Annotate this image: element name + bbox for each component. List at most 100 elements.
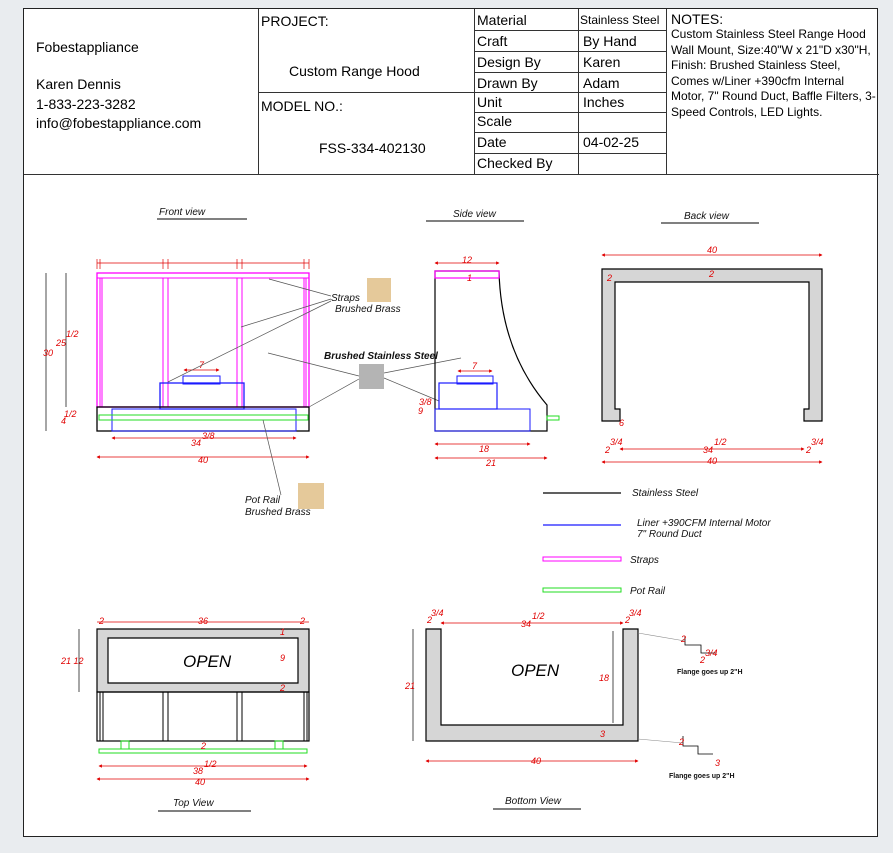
- dim-label: 2: [604, 445, 610, 455]
- dim-label: 2: [680, 634, 686, 644]
- dim-label: 2: [299, 616, 305, 626]
- divider-line: [474, 30, 666, 31]
- drawing-sheet: Fobestappliance Karen Dennis 1-833-223-3…: [23, 8, 879, 837]
- divider-line: [578, 9, 579, 174]
- dim-label: 34: [191, 438, 201, 448]
- dim-label: 3/4: [811, 437, 824, 447]
- brushed-ss-label: Brushed Stainless Steel: [324, 351, 438, 362]
- bottom-view-title: Bottom View: [505, 796, 562, 807]
- legend-label: 7" Round Duct: [637, 529, 703, 540]
- legend-label: Pot Rail: [630, 586, 666, 597]
- notes-title: NOTES:: [671, 11, 724, 27]
- leader-line: [268, 278, 332, 297]
- dim-label: 2: [624, 615, 630, 625]
- divider-line: [474, 51, 666, 52]
- dim-label: 18: [479, 444, 489, 454]
- dim-label: 12: [462, 255, 472, 265]
- leader-line: [167, 300, 332, 383]
- dim-label: 2: [200, 741, 206, 751]
- top-body: [96, 691, 310, 742]
- dim-label: 3: [600, 729, 605, 739]
- liner-motor: [438, 382, 498, 410]
- dim-label: 1: [280, 627, 285, 637]
- leader-line: [383, 377, 440, 402]
- technical-drawing: Front view 30 25 1: [43, 207, 824, 812]
- strap: [236, 691, 243, 742]
- dim-label: 21 12: [60, 656, 84, 666]
- leader-line: [267, 352, 360, 377]
- brass-swatch: [298, 483, 324, 509]
- dim-label: 7: [472, 361, 478, 371]
- liner: [434, 408, 531, 432]
- open-label: OPEN: [511, 661, 560, 680]
- dim-label: 3/4: [629, 608, 642, 618]
- duct: [182, 375, 221, 385]
- front-view: 30 25 1/2 4 1/2 7 34 3/8 40: [43, 259, 310, 465]
- side-view: 12 1 7 9 3/8 18 21: [418, 255, 560, 468]
- top-view: OPEN 2 36 2 21 12 1 9 2 2 38 1/2 40: [60, 616, 310, 787]
- strap-frame: [96, 272, 310, 408]
- strap: [162, 691, 169, 742]
- legend-label: Liner +390CFM Internal Motor: [637, 518, 771, 529]
- bottom-view: OPEN 2 3/4 34 1/2 2 3/4 21 18 3 40 2 2 3…: [404, 608, 743, 780]
- strap: [99, 277, 103, 408]
- pot-rail: [546, 415, 560, 421]
- notes-text: Custom Stainless Steel Range Hood Wall M…: [671, 27, 876, 119]
- spec-label: Date: [477, 134, 507, 150]
- model-value: FSS-334-402130: [319, 140, 426, 156]
- spec-label: Craft: [477, 33, 508, 49]
- company-name: Fobestappliance: [36, 39, 139, 55]
- back-profile: [601, 268, 823, 422]
- dim-label: 2: [606, 273, 612, 283]
- dim-label: 2: [279, 683, 285, 693]
- pot-rail: [98, 414, 309, 421]
- flange-note: Flange goes up 2"H: [669, 773, 735, 780]
- divider-line: [474, 9, 475, 174]
- dim-label: 9: [418, 406, 423, 416]
- divider-line: [258, 9, 259, 174]
- dim-label: 1/2: [532, 611, 545, 621]
- back-view: 40 2 2 6 34 1/2 2 3/4 2 3/4 40: [601, 245, 824, 466]
- contact-email: info@fobestappliance.com: [36, 115, 202, 131]
- steel-swatch: [359, 364, 384, 389]
- leader-line: [637, 738, 684, 744]
- back-view-title: Back view: [684, 211, 730, 222]
- contact-name: Karen Dennis: [36, 76, 121, 92]
- strap-side: [434, 270, 500, 279]
- dim-label: 2: [805, 445, 811, 455]
- dim-label: 40: [195, 777, 205, 787]
- spec-value: 04-02-25: [583, 134, 640, 150]
- rail-post: [274, 740, 284, 750]
- leader-line: [383, 357, 462, 374]
- straps-finish-label: Brushed Brass: [335, 304, 401, 315]
- dim-label: 36: [198, 616, 208, 626]
- duct: [456, 375, 494, 385]
- strap: [162, 277, 169, 408]
- flange-detail: [684, 636, 716, 654]
- front-view-title: Front view: [159, 207, 206, 218]
- dim-label: 3/4: [431, 608, 444, 618]
- dim-label: 34: [703, 445, 713, 455]
- spec-value: Adam: [583, 75, 620, 91]
- divider-line: [474, 92, 666, 93]
- dim-label: 3/8: [202, 431, 215, 441]
- model-label: MODEL NO.:: [261, 98, 343, 114]
- dim-label: 40: [707, 456, 717, 466]
- contact-phone: 1-833-223-3282: [36, 96, 136, 112]
- spec-value: By Hand: [583, 33, 637, 49]
- straps-label: Straps: [331, 293, 360, 304]
- dim-label: 40: [198, 455, 208, 465]
- spec-label: Material: [477, 12, 527, 28]
- potrail-label: Pot Rail: [245, 495, 281, 506]
- legend-label: Stainless Steel: [632, 488, 699, 499]
- legend: Stainless Steel Liner +390CFM Internal M…: [542, 488, 771, 597]
- dim-label: 25: [55, 338, 67, 348]
- dim-label: 2: [98, 616, 104, 626]
- title-block-bottom-line: [24, 174, 879, 175]
- leader-line: [637, 632, 686, 642]
- dim-label: 40: [531, 756, 541, 766]
- legend-swatch: [542, 556, 622, 562]
- dim-label: 2: [699, 655, 705, 665]
- leader-line: [262, 419, 282, 496]
- project-label: PROJECT:: [261, 13, 329, 29]
